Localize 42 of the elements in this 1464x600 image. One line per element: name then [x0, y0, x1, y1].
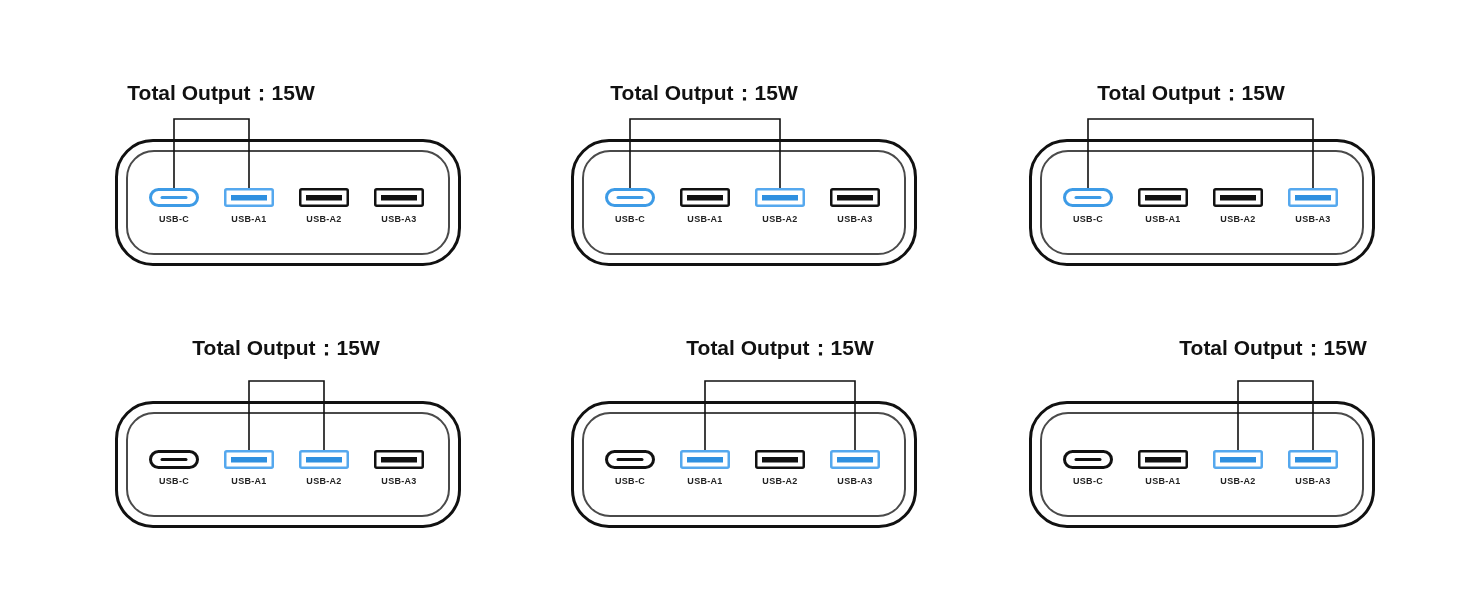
port-label: USB-C [159, 476, 189, 487]
port-panel [582, 150, 906, 255]
connector-line [1237, 380, 1314, 451]
port-label: USB-A1 [687, 214, 723, 225]
port-label: USB-C [615, 214, 645, 225]
port-label: USB-A2 [306, 476, 342, 487]
port-label: USB-C [1073, 214, 1103, 225]
panel-title: Total Output：15W [127, 80, 315, 106]
port-label: USB-A3 [837, 476, 873, 487]
port-label: USB-C [615, 476, 645, 487]
port-panel [1040, 412, 1364, 517]
port-label: USB-A2 [1220, 214, 1256, 225]
port-label: USB-A1 [231, 214, 267, 225]
port-panel [126, 412, 450, 517]
port-label: USB-A3 [1295, 476, 1331, 487]
port-label: USB-A3 [1295, 214, 1331, 225]
connector-line [173, 118, 250, 189]
port-panel [126, 150, 450, 255]
port-label: USB-A2 [1220, 476, 1256, 487]
panel-title: Total Output：15W [610, 80, 798, 106]
port-label: USB-C [1073, 476, 1103, 487]
port-label: USB-A2 [762, 214, 798, 225]
connector-line [248, 380, 325, 451]
port-label: USB-A3 [381, 476, 417, 487]
port-panel [1040, 150, 1364, 255]
panel-title: Total Output：15W [1179, 335, 1367, 361]
port-label: USB-A3 [837, 214, 873, 225]
port-label: USB-A2 [306, 214, 342, 225]
port-label: USB-A1 [1145, 214, 1181, 225]
port-label: USB-A1 [1145, 476, 1181, 487]
port-label: USB-A2 [762, 476, 798, 487]
panel-title: Total Output：15W [686, 335, 874, 361]
connector-line [629, 118, 781, 189]
port-label: USB-A3 [381, 214, 417, 225]
port-label: USB-C [159, 214, 189, 225]
connector-line [1087, 118, 1314, 189]
port-panel [582, 412, 906, 517]
connector-line [704, 380, 856, 451]
port-label: USB-A1 [687, 476, 723, 487]
panel-title: Total Output：15W [1097, 80, 1285, 106]
panel-title: Total Output：15W [192, 335, 380, 361]
port-label: USB-A1 [231, 476, 267, 487]
